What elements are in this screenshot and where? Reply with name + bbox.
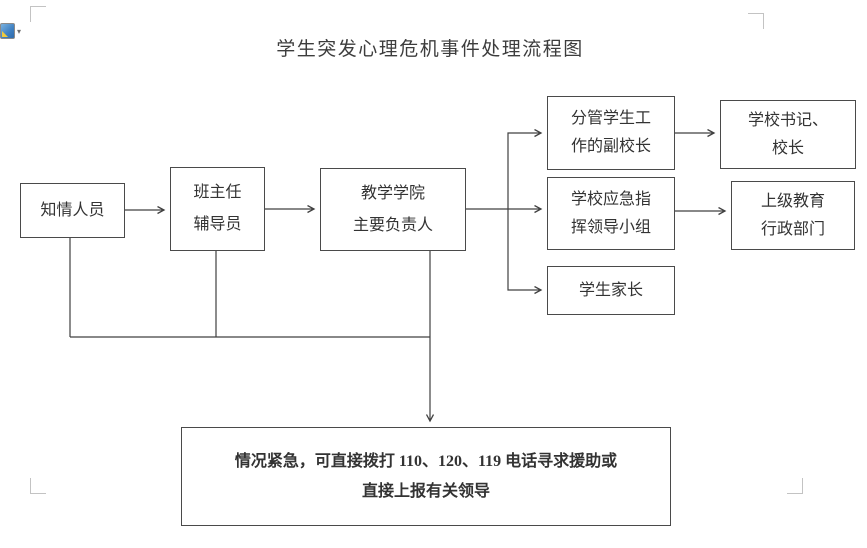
node-label-line2: 作的副校长: [570, 138, 651, 155]
node-school-secretary-president[interactable]: 学校书记、 校长: [720, 100, 856, 169]
node-label-line1: 情况紧急，可直接拨打 110、120、119 电话寻求援助或: [234, 452, 618, 470]
node-label-line2: 直接上报有关领导: [361, 482, 490, 500]
paste-options-icon: [0, 23, 15, 39]
node-label-line1: 分管学生工: [570, 110, 651, 127]
node-college-principal[interactable]: 教学学院 主要负责人: [320, 168, 466, 251]
dropdown-arrow-icon: ▾: [17, 26, 22, 36]
node-label-line1: 学校书记、: [747, 111, 828, 129]
node-head-teacher-counselor[interactable]: 班主任 辅导员: [170, 167, 265, 251]
node-upper-education-department[interactable]: 上级教育 行政部门: [731, 181, 855, 250]
node-emergency-command-group[interactable]: 学校应急指 挥领导小组: [547, 177, 675, 250]
margin-crop-mark-top-right: [748, 13, 764, 29]
node-label: 学生家长: [578, 281, 643, 299]
node-label-line2: 辅导员: [193, 216, 242, 233]
node-informed-people[interactable]: 知情人员: [20, 183, 125, 238]
node-emergency-instructions[interactable]: 情况紧急，可直接拨打 110、120、119 电话寻求援助或 直接上报有关领导: [181, 427, 671, 526]
node-label-line1: 班主任: [193, 184, 242, 201]
node-label-line1: 教学学院: [360, 184, 425, 202]
margin-crop-mark-bottom-right: [787, 478, 803, 494]
margin-crop-mark-bottom-left: [30, 478, 46, 494]
node-vice-president-student-affairs[interactable]: 分管学生工 作的副校长: [547, 96, 675, 170]
paste-options-smart-tag[interactable]: ▾: [0, 22, 21, 40]
node-label-line1: 学校应急指: [570, 190, 651, 208]
node-label-line2: 校长: [771, 139, 804, 157]
node-label: 知情人员: [40, 201, 105, 219]
margin-crop-mark-top-left: [30, 6, 46, 22]
node-label-line2: 行政部门: [760, 220, 825, 238]
node-label-line1: 上级教育: [760, 192, 825, 210]
node-label-line2: 主要负责人: [352, 216, 433, 234]
flowchart-title: 学生突发心理危机事件处理流程图: [276, 39, 584, 60]
node-label-line2: 挥领导小组: [570, 218, 651, 236]
node-student-parents[interactable]: 学生家长: [547, 266, 675, 315]
